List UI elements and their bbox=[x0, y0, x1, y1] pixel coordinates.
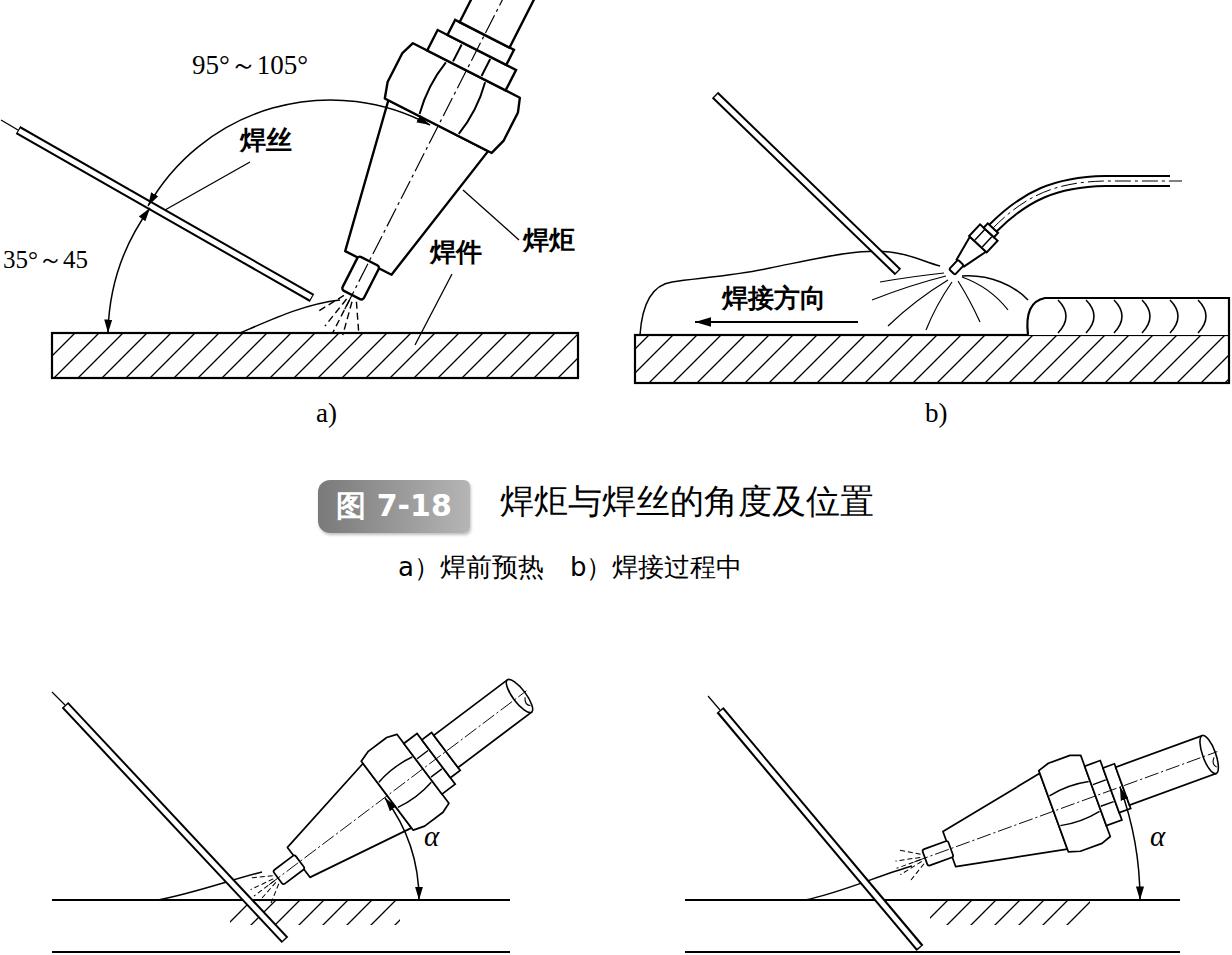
angle-arc bbox=[1120, 787, 1140, 900]
workpiece bbox=[52, 333, 578, 378]
weld-pool-edge bbox=[240, 300, 340, 333]
small-torch bbox=[943, 220, 1001, 280]
figure-number: 图 7-18 bbox=[336, 486, 452, 527]
welding-torch bbox=[275, 0, 606, 362]
figure-caption: a）焊前预热 b）焊接过程中 bbox=[398, 553, 742, 583]
angle-arc bbox=[108, 208, 150, 333]
filler-wire-core bbox=[66, 706, 284, 939]
direction-label: 焊接方向 bbox=[722, 284, 826, 314]
wire-end-line bbox=[1, 120, 18, 130]
torch-nozzle bbox=[949, 260, 964, 275]
leader-line bbox=[415, 274, 452, 345]
workpiece-edge bbox=[52, 899, 510, 901]
flame bbox=[872, 273, 1008, 330]
wire-end-line bbox=[708, 696, 720, 710]
figure-number-badge: 图 7-18 bbox=[318, 480, 470, 533]
weld-bead bbox=[1027, 298, 1229, 335]
direction-arrow bbox=[695, 321, 858, 323]
wire-end-line bbox=[52, 692, 65, 705]
workpiece-edge bbox=[685, 951, 1180, 953]
angle-dimension: 95°～105° bbox=[192, 50, 308, 81]
part-name: 焊件 bbox=[430, 238, 482, 268]
panel-letter: b) bbox=[925, 398, 948, 429]
gas-hose bbox=[993, 181, 1170, 228]
leader-line bbox=[165, 162, 250, 210]
filler-wire-core bbox=[716, 96, 897, 271]
gas-hose-core bbox=[993, 181, 1170, 228]
filler-wire-core bbox=[721, 711, 919, 947]
part-name: 焊丝 bbox=[240, 126, 292, 156]
angle-symbol: α bbox=[424, 820, 439, 853]
figure-title: 焊炬与焊丝的角度及位置 bbox=[500, 482, 874, 521]
panel-letter: a) bbox=[316, 398, 337, 429]
workpiece-section bbox=[930, 901, 1090, 925]
welding-torch bbox=[881, 708, 1232, 913]
workpiece bbox=[635, 335, 1229, 383]
workpiece-edge bbox=[685, 899, 1180, 901]
center-line bbox=[993, 181, 1182, 228]
angle-symbol: α bbox=[1150, 820, 1165, 853]
hex-nut bbox=[969, 224, 997, 252]
angle-dimension: 35°～45 bbox=[3, 246, 88, 275]
welding-torch bbox=[226, 653, 555, 933]
angle-arc bbox=[148, 100, 430, 206]
filler-wire bbox=[720, 710, 920, 948]
filler-wire bbox=[715, 95, 898, 272]
torch-collar bbox=[984, 223, 998, 237]
bead-ripple bbox=[1058, 300, 1206, 333]
filler-wire bbox=[65, 705, 285, 940]
workpiece-edge bbox=[52, 951, 510, 953]
leader-line bbox=[463, 190, 519, 240]
part-name: 焊炬 bbox=[523, 226, 575, 256]
angle-arc bbox=[385, 798, 419, 900]
